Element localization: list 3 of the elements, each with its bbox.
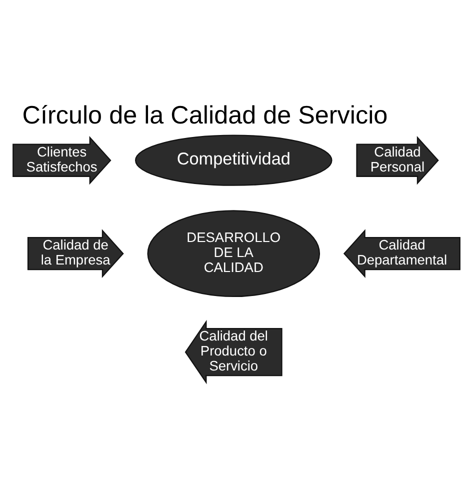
diagram-title: Círculo de la Calidad de Servicio	[22, 100, 388, 129]
node-ellipse: Competitividad	[134, 134, 332, 186]
node-ellipse: DESARROLLO DE LA CALIDAD	[147, 210, 320, 297]
